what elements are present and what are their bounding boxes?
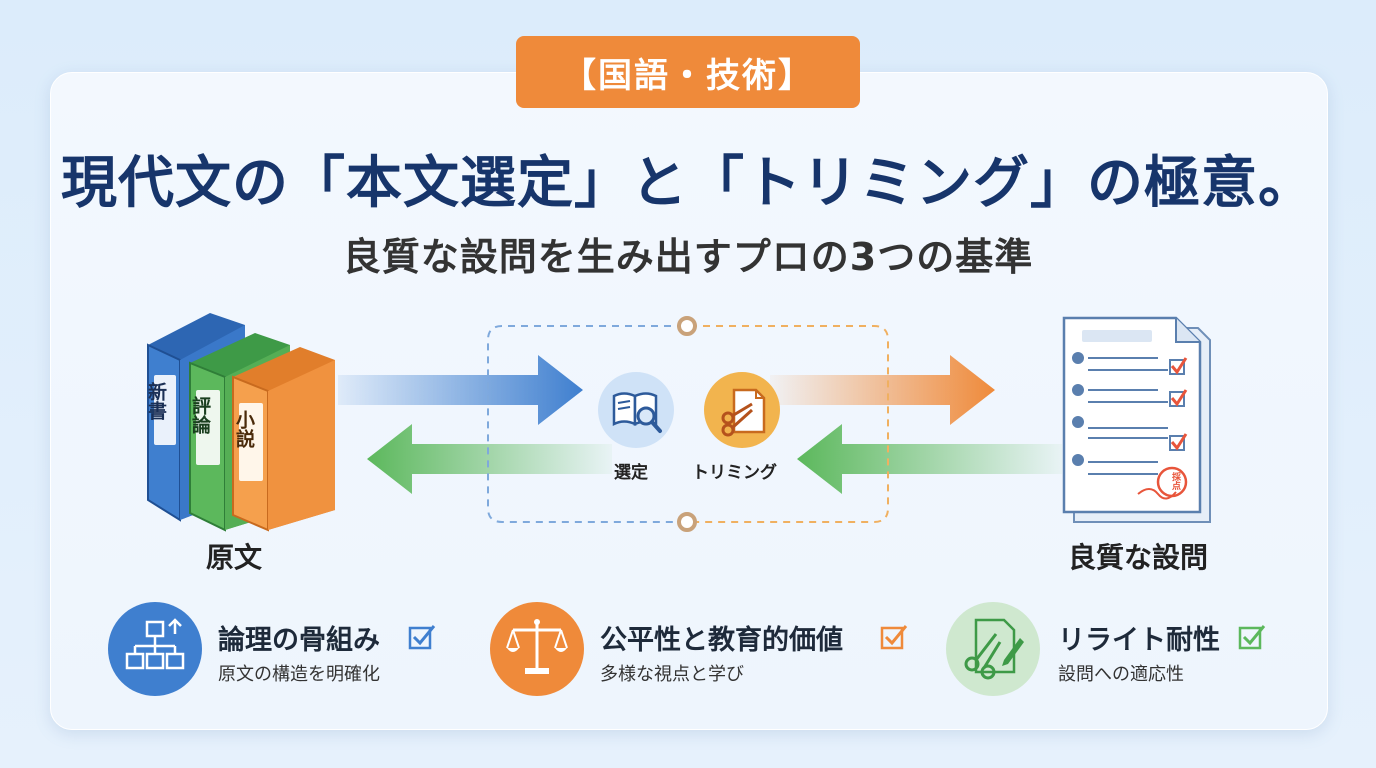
category-badge: 【国語・技術】 <box>516 36 860 108</box>
arrow-blue-right <box>338 355 583 425</box>
arrow-green-left-2 <box>797 424 1062 494</box>
feature-2-title: 公平性と教育的価値 <box>600 625 843 656</box>
scissors-pen-icon <box>964 618 1024 680</box>
feature-3-icon-circle <box>946 602 1040 696</box>
feature-2-desc: 多様な視点と学び <box>600 664 744 685</box>
books-illustration <box>147 313 335 532</box>
stamp-text: 採点 <box>1170 472 1180 490</box>
connector-bottom <box>677 512 697 532</box>
feature-3-title: リライト耐性 <box>1058 625 1220 656</box>
feature-3-check-icon <box>1238 625 1266 650</box>
scale-icon <box>506 619 568 674</box>
feature-1-check-icon <box>408 625 436 650</box>
arrow-orange-right <box>770 355 995 425</box>
select-label: 選定 <box>614 463 648 483</box>
process-box <box>487 316 889 532</box>
page-subtitle: 良質な設問を生み出すプロの3つの基準 <box>342 235 1034 279</box>
book-magnifier-icon <box>612 392 662 433</box>
scissors-document-icon <box>721 388 766 437</box>
arrow-green-left-1 <box>367 424 612 494</box>
question-paper-illustration <box>1062 316 1211 523</box>
book-label-2: 評論 <box>189 396 211 434</box>
feature-1-desc: 原文の構造を明確化 <box>218 664 380 685</box>
page-title: 現代文の「本文選定」と「トリミング」の極意。 <box>61 151 1315 216</box>
trim-label: トリミング <box>692 463 777 483</box>
book-label-3: 小説 <box>233 410 255 448</box>
source-text-label: 原文 <box>206 541 263 574</box>
hierarchy-icon <box>125 618 185 670</box>
feature-2-check-icon <box>880 625 908 650</box>
quality-question-label: 良質な設問 <box>1068 541 1209 574</box>
book-label-1: 新書 <box>145 382 167 420</box>
feature-1-title: 論理の骨組み <box>218 625 380 656</box>
feature-3-desc: 設問への適応性 <box>1058 664 1184 685</box>
connector-top <box>677 316 697 336</box>
